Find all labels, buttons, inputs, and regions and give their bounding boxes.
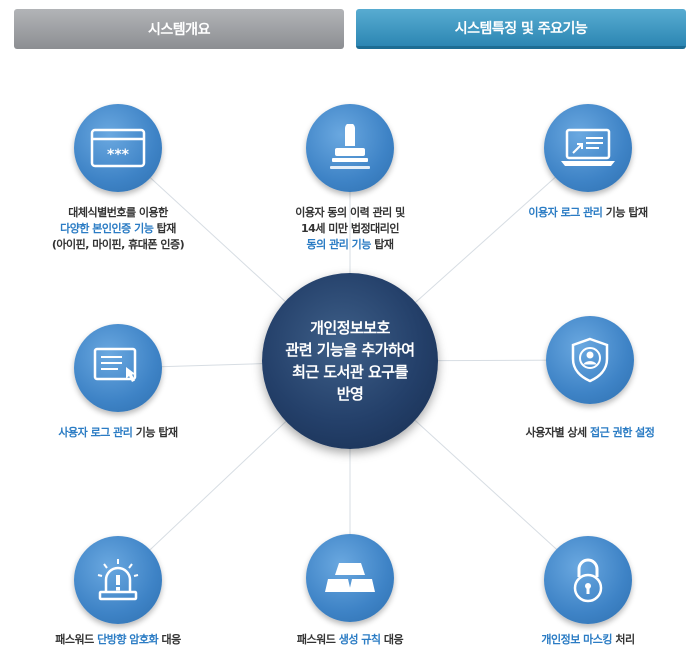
node-user-log bbox=[544, 104, 632, 192]
label-identity-auth: 대체식별번호를 이용한 다양한 본인인증 기능 탑재 (아이핀, 마이핀, 휴대… bbox=[51, 206, 185, 251]
node-consent-management bbox=[306, 104, 394, 192]
monitor-click-icon bbox=[93, 347, 137, 382]
node-one-way-encryption bbox=[74, 536, 162, 624]
center-line-3: 최근 도서관 요구를 bbox=[292, 363, 408, 381]
padlock-icon bbox=[573, 558, 603, 603]
tab-system-features[interactable]: 시스템특징 및 주요기능 bbox=[356, 9, 686, 49]
label-password-rules: 패스워드 생성 규칙 대응 bbox=[296, 633, 404, 646]
laptop-icon bbox=[561, 128, 615, 166]
label-admin-log: 사용자 로그 관리 기능 탑재 bbox=[58, 426, 178, 439]
tab-bar: 시스템개요 시스템특징 및 주요기능 bbox=[0, 0, 700, 60]
node-access-control bbox=[546, 316, 634, 404]
center-line-2: 관련 기능을 추가하여 bbox=[285, 341, 415, 359]
label-consent-management: 이용자 동의 이력 관리 및 14세 미만 법정대리인 동의 관리 기능 탑재 bbox=[295, 206, 405, 251]
node-admin-log bbox=[74, 324, 162, 412]
shield-user-icon bbox=[571, 337, 609, 383]
label-data-masking: 개인정보 마스킹 처리 bbox=[541, 633, 635, 646]
gold-bars-icon bbox=[325, 563, 375, 592]
node-identity-auth: *** bbox=[74, 104, 162, 192]
label-user-log: 이용자 로그 관리 기능 탑재 bbox=[528, 206, 648, 219]
center-line-1: 개인정보보호 bbox=[310, 319, 390, 337]
node-data-masking bbox=[544, 536, 632, 624]
node-password-rules bbox=[306, 534, 394, 622]
tab-system-overview[interactable]: 시스템개요 bbox=[14, 9, 344, 49]
center-summary: 개인정보보호 관련 기능을 추가하여 최근 도서관 요구를 반영 bbox=[262, 273, 438, 449]
password-card-icon: *** bbox=[90, 128, 146, 168]
center-line-4: 반영 bbox=[336, 385, 364, 403]
alarm-light-icon bbox=[97, 559, 139, 601]
svg-text:***: *** bbox=[107, 147, 130, 163]
label-access-control: 사용자별 상세 접근 권한 설정 bbox=[525, 426, 655, 439]
stamp-icon bbox=[330, 124, 370, 169]
label-one-way-encryption: 패스워드 단방향 암호화 대응 bbox=[55, 633, 181, 646]
